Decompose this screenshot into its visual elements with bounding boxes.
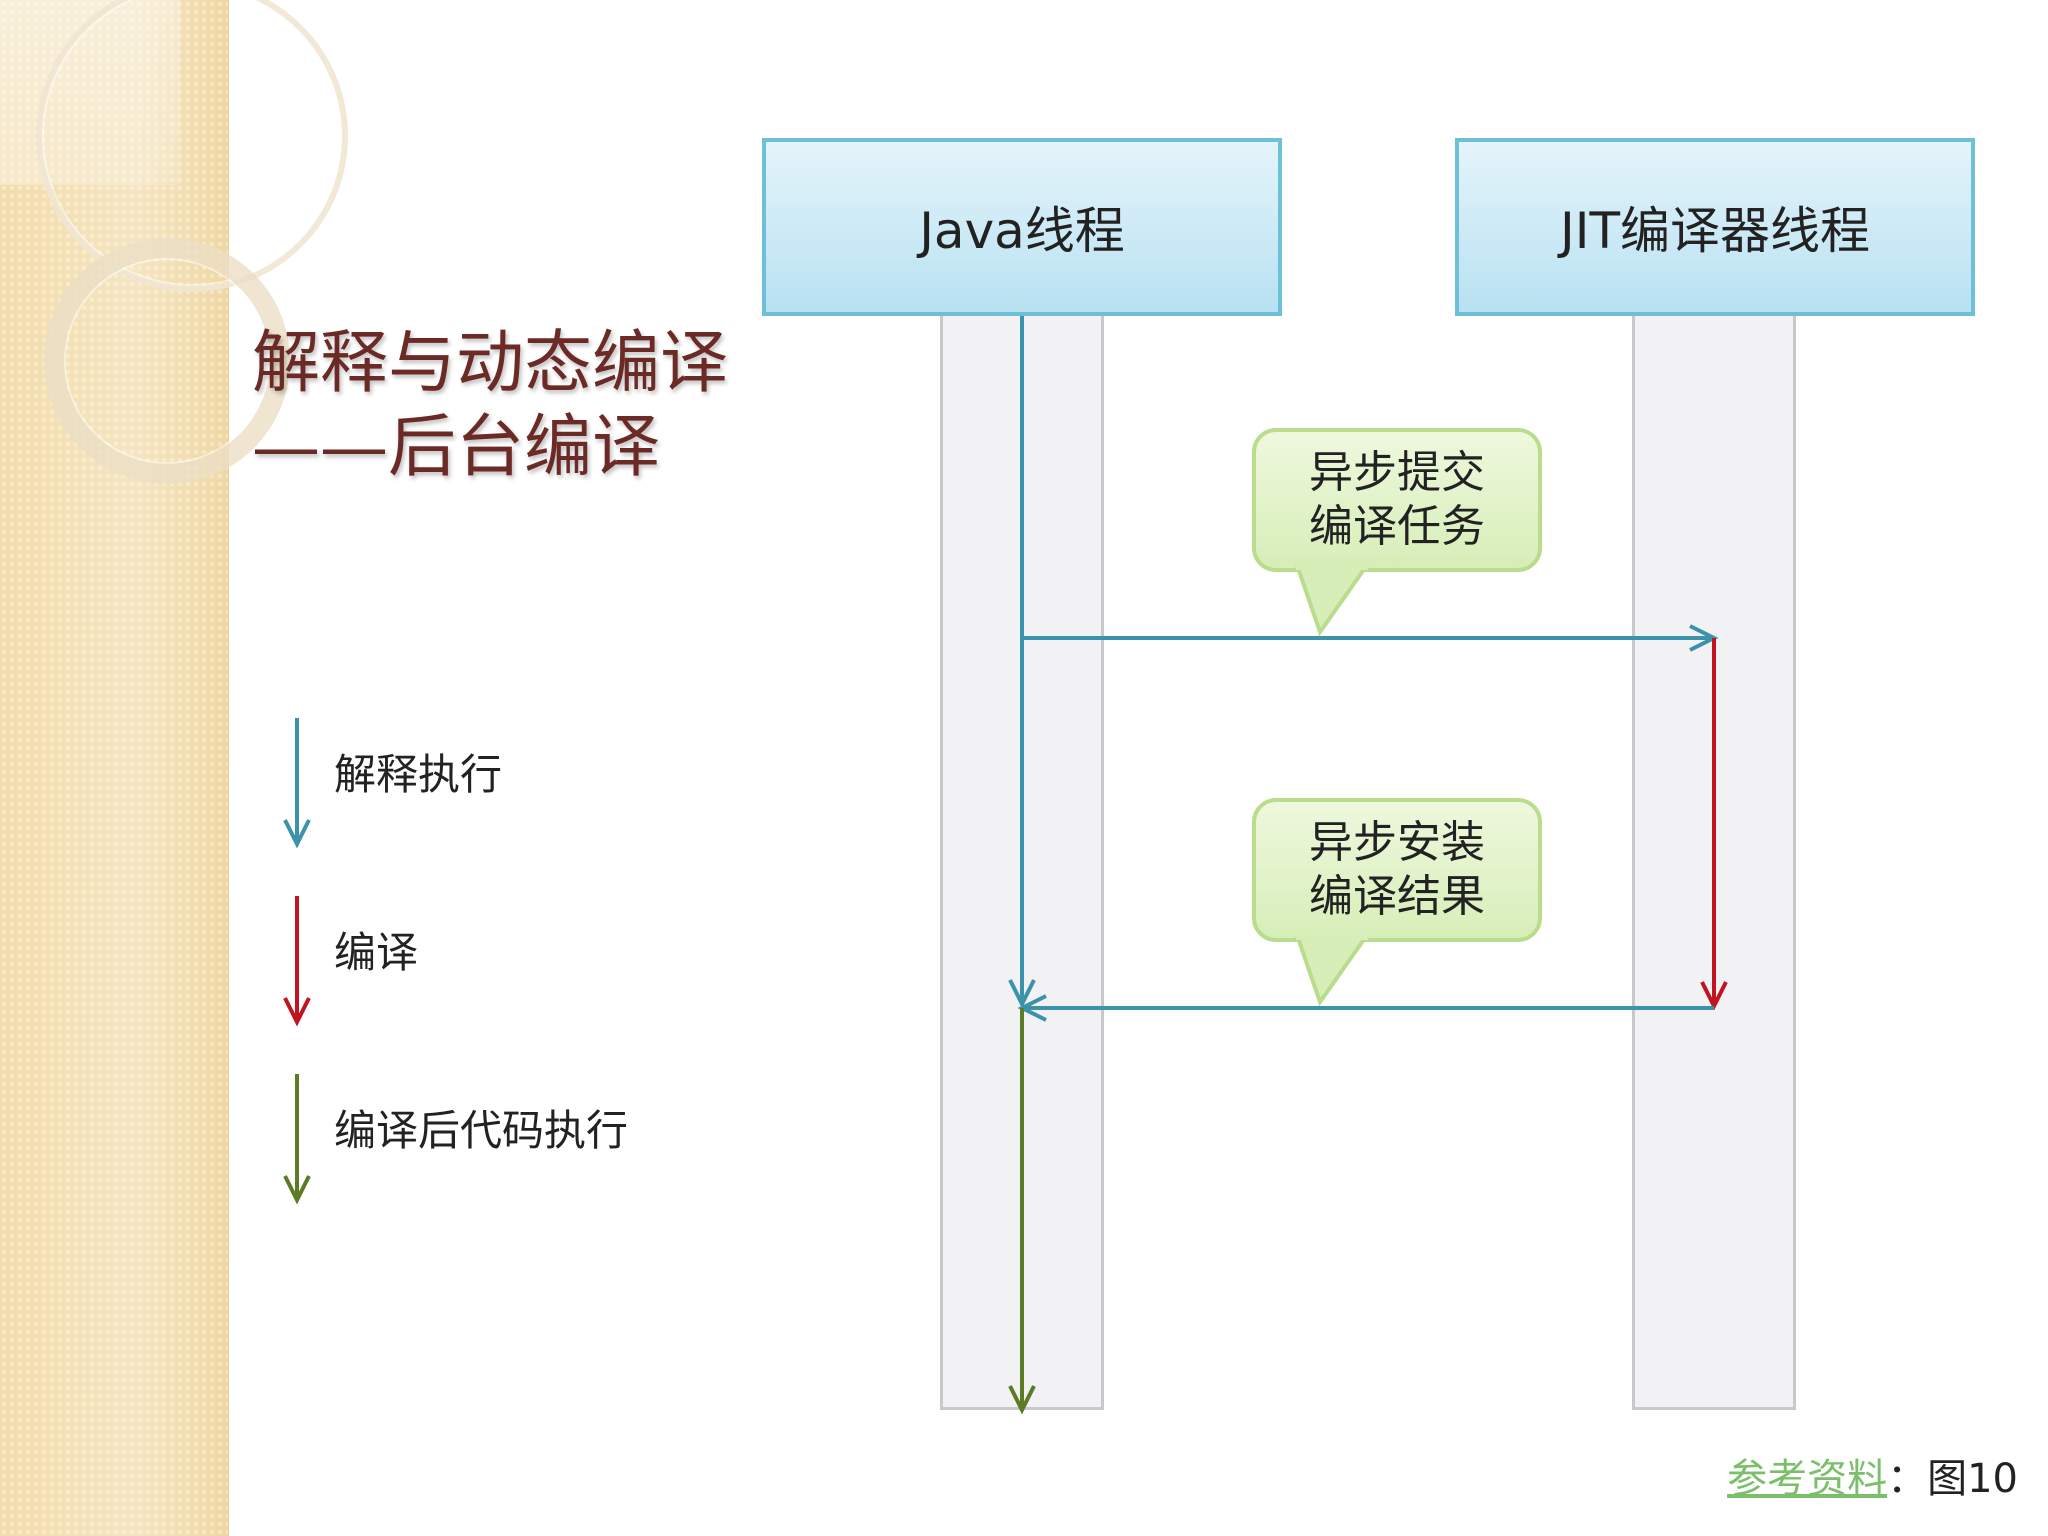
java-thread-label: Java线程: [919, 202, 1125, 260]
java-interpret-arrowhead: [1008, 979, 1036, 1009]
java-thread-box: Java线程: [762, 138, 1282, 316]
legend-interpret-label: 解释执行: [334, 750, 503, 799]
legend-compiled-exec-label: 编译后代码执行: [334, 1106, 629, 1155]
footer-separator: ：: [1887, 1456, 1928, 1502]
jit-thread-label: JIT编译器线程: [1559, 202, 1871, 260]
callout-install-text: 异步安装 编译结果: [1309, 817, 1485, 922]
figure-number: 图10: [1927, 1456, 2018, 1502]
callout-submit-tail: [1295, 566, 1369, 637]
footer-reference: 参考资料：图10: [1727, 1446, 2018, 1504]
legend-compile-label: 编译: [334, 928, 419, 977]
callout-submit-text: 异步提交 编译任务: [1309, 447, 1485, 552]
callout-submit-task: 异步提交 编译任务: [1252, 428, 1542, 572]
jit-thread-box: JIT编译器线程: [1455, 138, 1975, 316]
callout-install-result: 异步安装 编译结果: [1252, 798, 1542, 942]
compiled-exec-arrowhead: [1008, 1385, 1036, 1415]
slide-title: 解释与动态编译 ——后台编译: [252, 324, 729, 487]
reference-link[interactable]: 参考资料: [1727, 1456, 1888, 1502]
callout-install-tail: [1295, 936, 1369, 1007]
